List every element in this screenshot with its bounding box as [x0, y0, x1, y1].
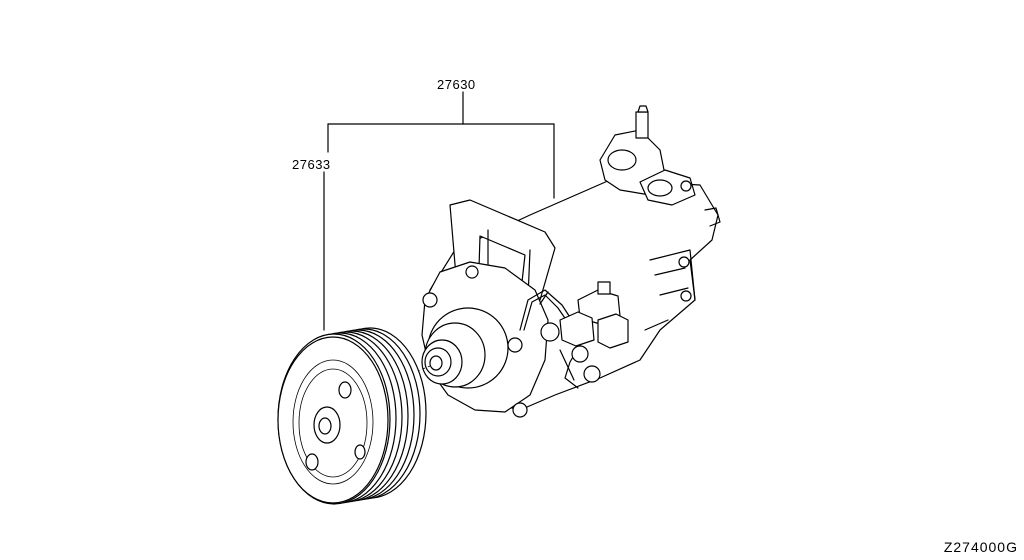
compressor-body	[399, 105, 721, 418]
part-label-clutch: 27633	[292, 157, 331, 172]
drawing-code: Z274000G	[943, 539, 1018, 555]
part-label-compressor: 27630	[437, 77, 476, 92]
leader-lines	[323, 91, 555, 331]
clutch-pulley	[277, 327, 427, 505]
